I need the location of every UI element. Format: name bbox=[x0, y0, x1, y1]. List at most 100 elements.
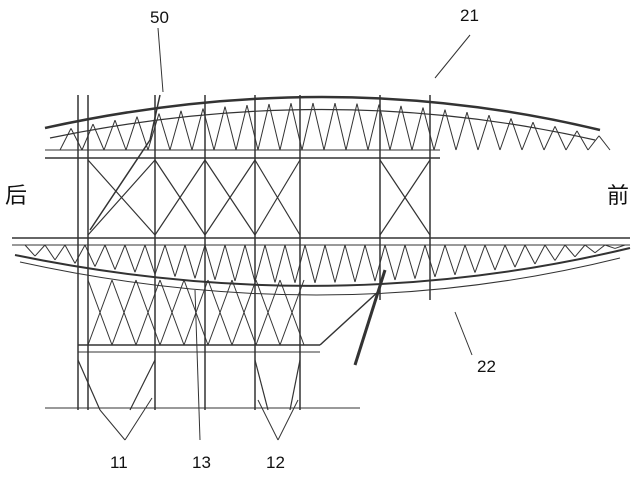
lower-diagonal bbox=[224, 244, 236, 282]
arch-diagonal bbox=[224, 106, 237, 151]
lower-diagonal bbox=[204, 244, 216, 280]
cross-brace bbox=[87, 159, 156, 236]
lower-diagonal bbox=[84, 244, 96, 267]
arch-diagonal bbox=[433, 109, 446, 151]
arch-diagonal bbox=[169, 110, 182, 151]
lower-diagonal bbox=[544, 244, 556, 261]
lower-diagonal bbox=[394, 244, 406, 281]
arch-diagonal bbox=[213, 106, 226, 151]
arch-diagonal bbox=[257, 103, 270, 151]
lower-cross-brace bbox=[255, 279, 281, 346]
arch-diagonal bbox=[576, 130, 589, 151]
reference-label-50: 50 bbox=[150, 8, 169, 27]
lower-diagonal bbox=[594, 244, 606, 254]
arch-diagonal bbox=[246, 104, 259, 151]
lower-diagonal bbox=[294, 244, 306, 283]
arch-diagonal bbox=[345, 103, 358, 151]
leader-line-21 bbox=[434, 34, 471, 79]
lower-diagonal bbox=[584, 244, 596, 254]
lower-diagonal bbox=[554, 244, 566, 261]
lower-diagonal bbox=[254, 244, 266, 282]
lower-diagonal bbox=[454, 244, 466, 276]
lower-diagonal bbox=[234, 244, 246, 282]
lower-diagonal bbox=[364, 244, 376, 282]
arch-diagonal bbox=[554, 126, 567, 151]
cross-brace bbox=[154, 159, 206, 236]
lower-diagonal bbox=[174, 244, 186, 277]
arch-diagonal bbox=[400, 105, 413, 151]
arch-diagonal bbox=[147, 113, 160, 151]
arch-diagonal bbox=[389, 105, 402, 151]
arch-diagonal bbox=[125, 116, 138, 151]
arch-diagonal bbox=[70, 128, 83, 151]
leader-line-11 bbox=[99, 409, 126, 441]
lower-diagonal bbox=[474, 244, 486, 273]
lower-diagonal bbox=[104, 244, 116, 270]
arch-diagonal bbox=[477, 114, 490, 151]
leader-line-50 bbox=[157, 27, 164, 93]
lower-diagonal bbox=[284, 244, 296, 283]
lower-cross-brace bbox=[159, 279, 185, 346]
arch-diagonal bbox=[356, 103, 369, 151]
lower-diagonal bbox=[414, 244, 426, 279]
support-leg bbox=[129, 359, 156, 411]
arch-diagonal bbox=[543, 126, 556, 151]
support-leg bbox=[77, 359, 101, 411]
arch-diagonal bbox=[323, 102, 336, 151]
arch-diagonal bbox=[59, 128, 72, 151]
arch-diagonal bbox=[411, 107, 424, 151]
arch-diagonal bbox=[202, 108, 215, 151]
reference-label-21: 21 bbox=[460, 6, 479, 25]
lower-diagonal bbox=[134, 244, 146, 273]
lower-diagonal bbox=[534, 244, 546, 265]
arch-diagonal bbox=[444, 109, 457, 151]
arch-diagonal bbox=[180, 110, 193, 151]
lower-diagonal bbox=[114, 244, 126, 270]
arch-diagonal bbox=[598, 135, 611, 151]
support-leg bbox=[254, 359, 269, 411]
lower-diagonal bbox=[574, 244, 586, 258]
arch-diagonal bbox=[191, 108, 204, 151]
lower-diagonal bbox=[44, 244, 56, 261]
lower-diagonal bbox=[274, 244, 286, 283]
arch-diagonal bbox=[565, 130, 578, 151]
arch-diagonal bbox=[92, 123, 105, 151]
arch-diagonal bbox=[378, 104, 391, 151]
lower-diagonal bbox=[334, 244, 346, 283]
lower-diagonal bbox=[424, 244, 436, 278]
lower-diagonal bbox=[314, 244, 326, 283]
lower-diagonal bbox=[354, 244, 366, 283]
lower-diagonal bbox=[344, 244, 356, 283]
lower-diagonal bbox=[504, 244, 516, 268]
lower-diagonal bbox=[214, 244, 226, 280]
arch-diagonal bbox=[521, 121, 534, 151]
arch-diagonal bbox=[367, 104, 380, 151]
reference-label-12: 12 bbox=[266, 453, 285, 472]
arch-diagonal bbox=[81, 123, 94, 151]
lower-cross-brace bbox=[111, 279, 137, 346]
lower-diagonal bbox=[264, 244, 276, 283]
lower-arch-chord bbox=[14, 247, 631, 287]
leader-line-13 bbox=[194, 289, 201, 441]
lower-diagonal bbox=[304, 244, 316, 283]
lower-diagonal bbox=[54, 244, 66, 261]
lower-diagonal bbox=[494, 244, 506, 271]
reference-label-11: 11 bbox=[110, 453, 128, 472]
lower-cross-brace bbox=[87, 279, 113, 346]
arch-diagonal bbox=[587, 135, 600, 151]
lower-diagonal bbox=[604, 244, 616, 249]
lower-diagonal bbox=[444, 244, 456, 276]
lower-diagonal bbox=[154, 244, 166, 275]
arch-diagonal bbox=[422, 107, 435, 151]
lower-diagonal bbox=[64, 244, 76, 264]
lower-diagonal bbox=[524, 244, 536, 265]
lower-diagonal bbox=[324, 244, 336, 283]
leader-line-11 bbox=[124, 397, 153, 441]
upper-arch-chord bbox=[44, 95, 601, 132]
arch-diagonal bbox=[455, 112, 468, 151]
lower-cross-brace bbox=[231, 279, 257, 346]
arch-diagonal bbox=[279, 103, 292, 151]
leader-line-22 bbox=[454, 311, 473, 356]
